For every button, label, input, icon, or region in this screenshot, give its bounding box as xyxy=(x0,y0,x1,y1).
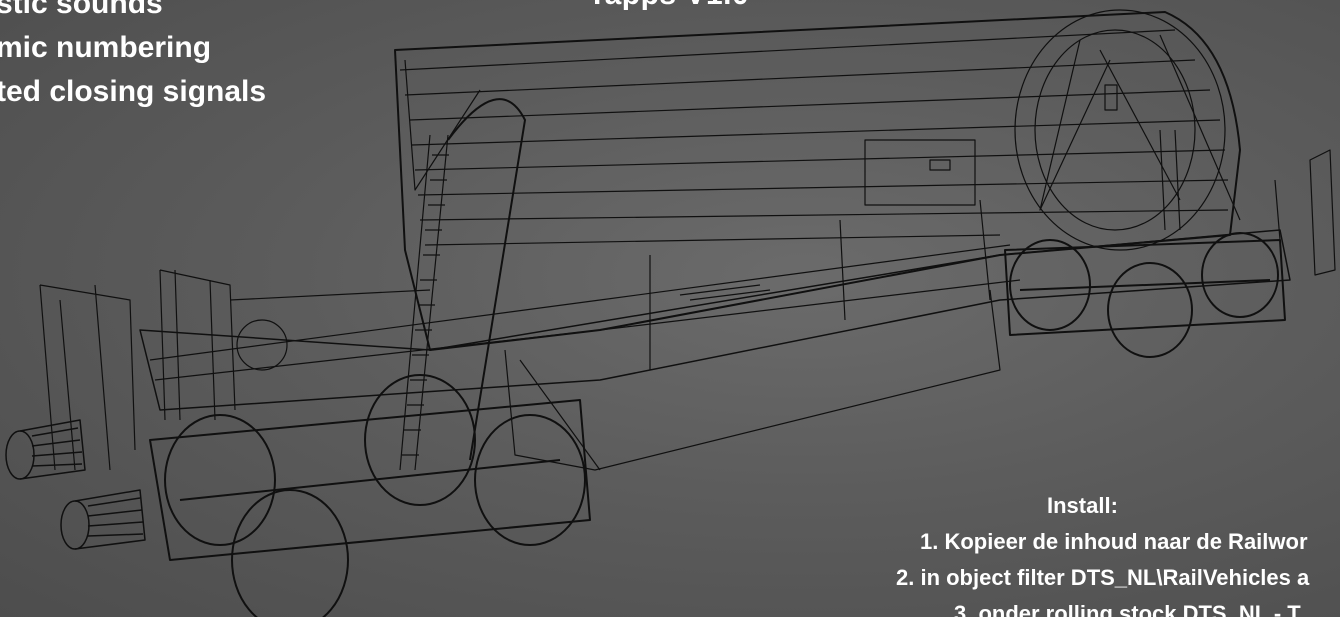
feature-item: ted closing signals xyxy=(0,75,267,108)
install-step-1: 1. Kopieer de inhoud naar de Railwor xyxy=(920,529,1308,554)
install-step-3: 3. onder rolling stock DTS_NL - T xyxy=(954,601,1301,617)
feature-item: mic numbering xyxy=(0,31,212,64)
install-step-2: 2. in object filter DTS_NL\RailVehicles … xyxy=(896,565,1310,590)
install-heading: Install: xyxy=(1047,493,1118,518)
feature-item: stic sounds xyxy=(0,0,163,20)
wagon-title: Tapps V1.0 xyxy=(588,0,749,12)
feature-list: stic sounds mic numbering ted closing si… xyxy=(0,0,266,114)
